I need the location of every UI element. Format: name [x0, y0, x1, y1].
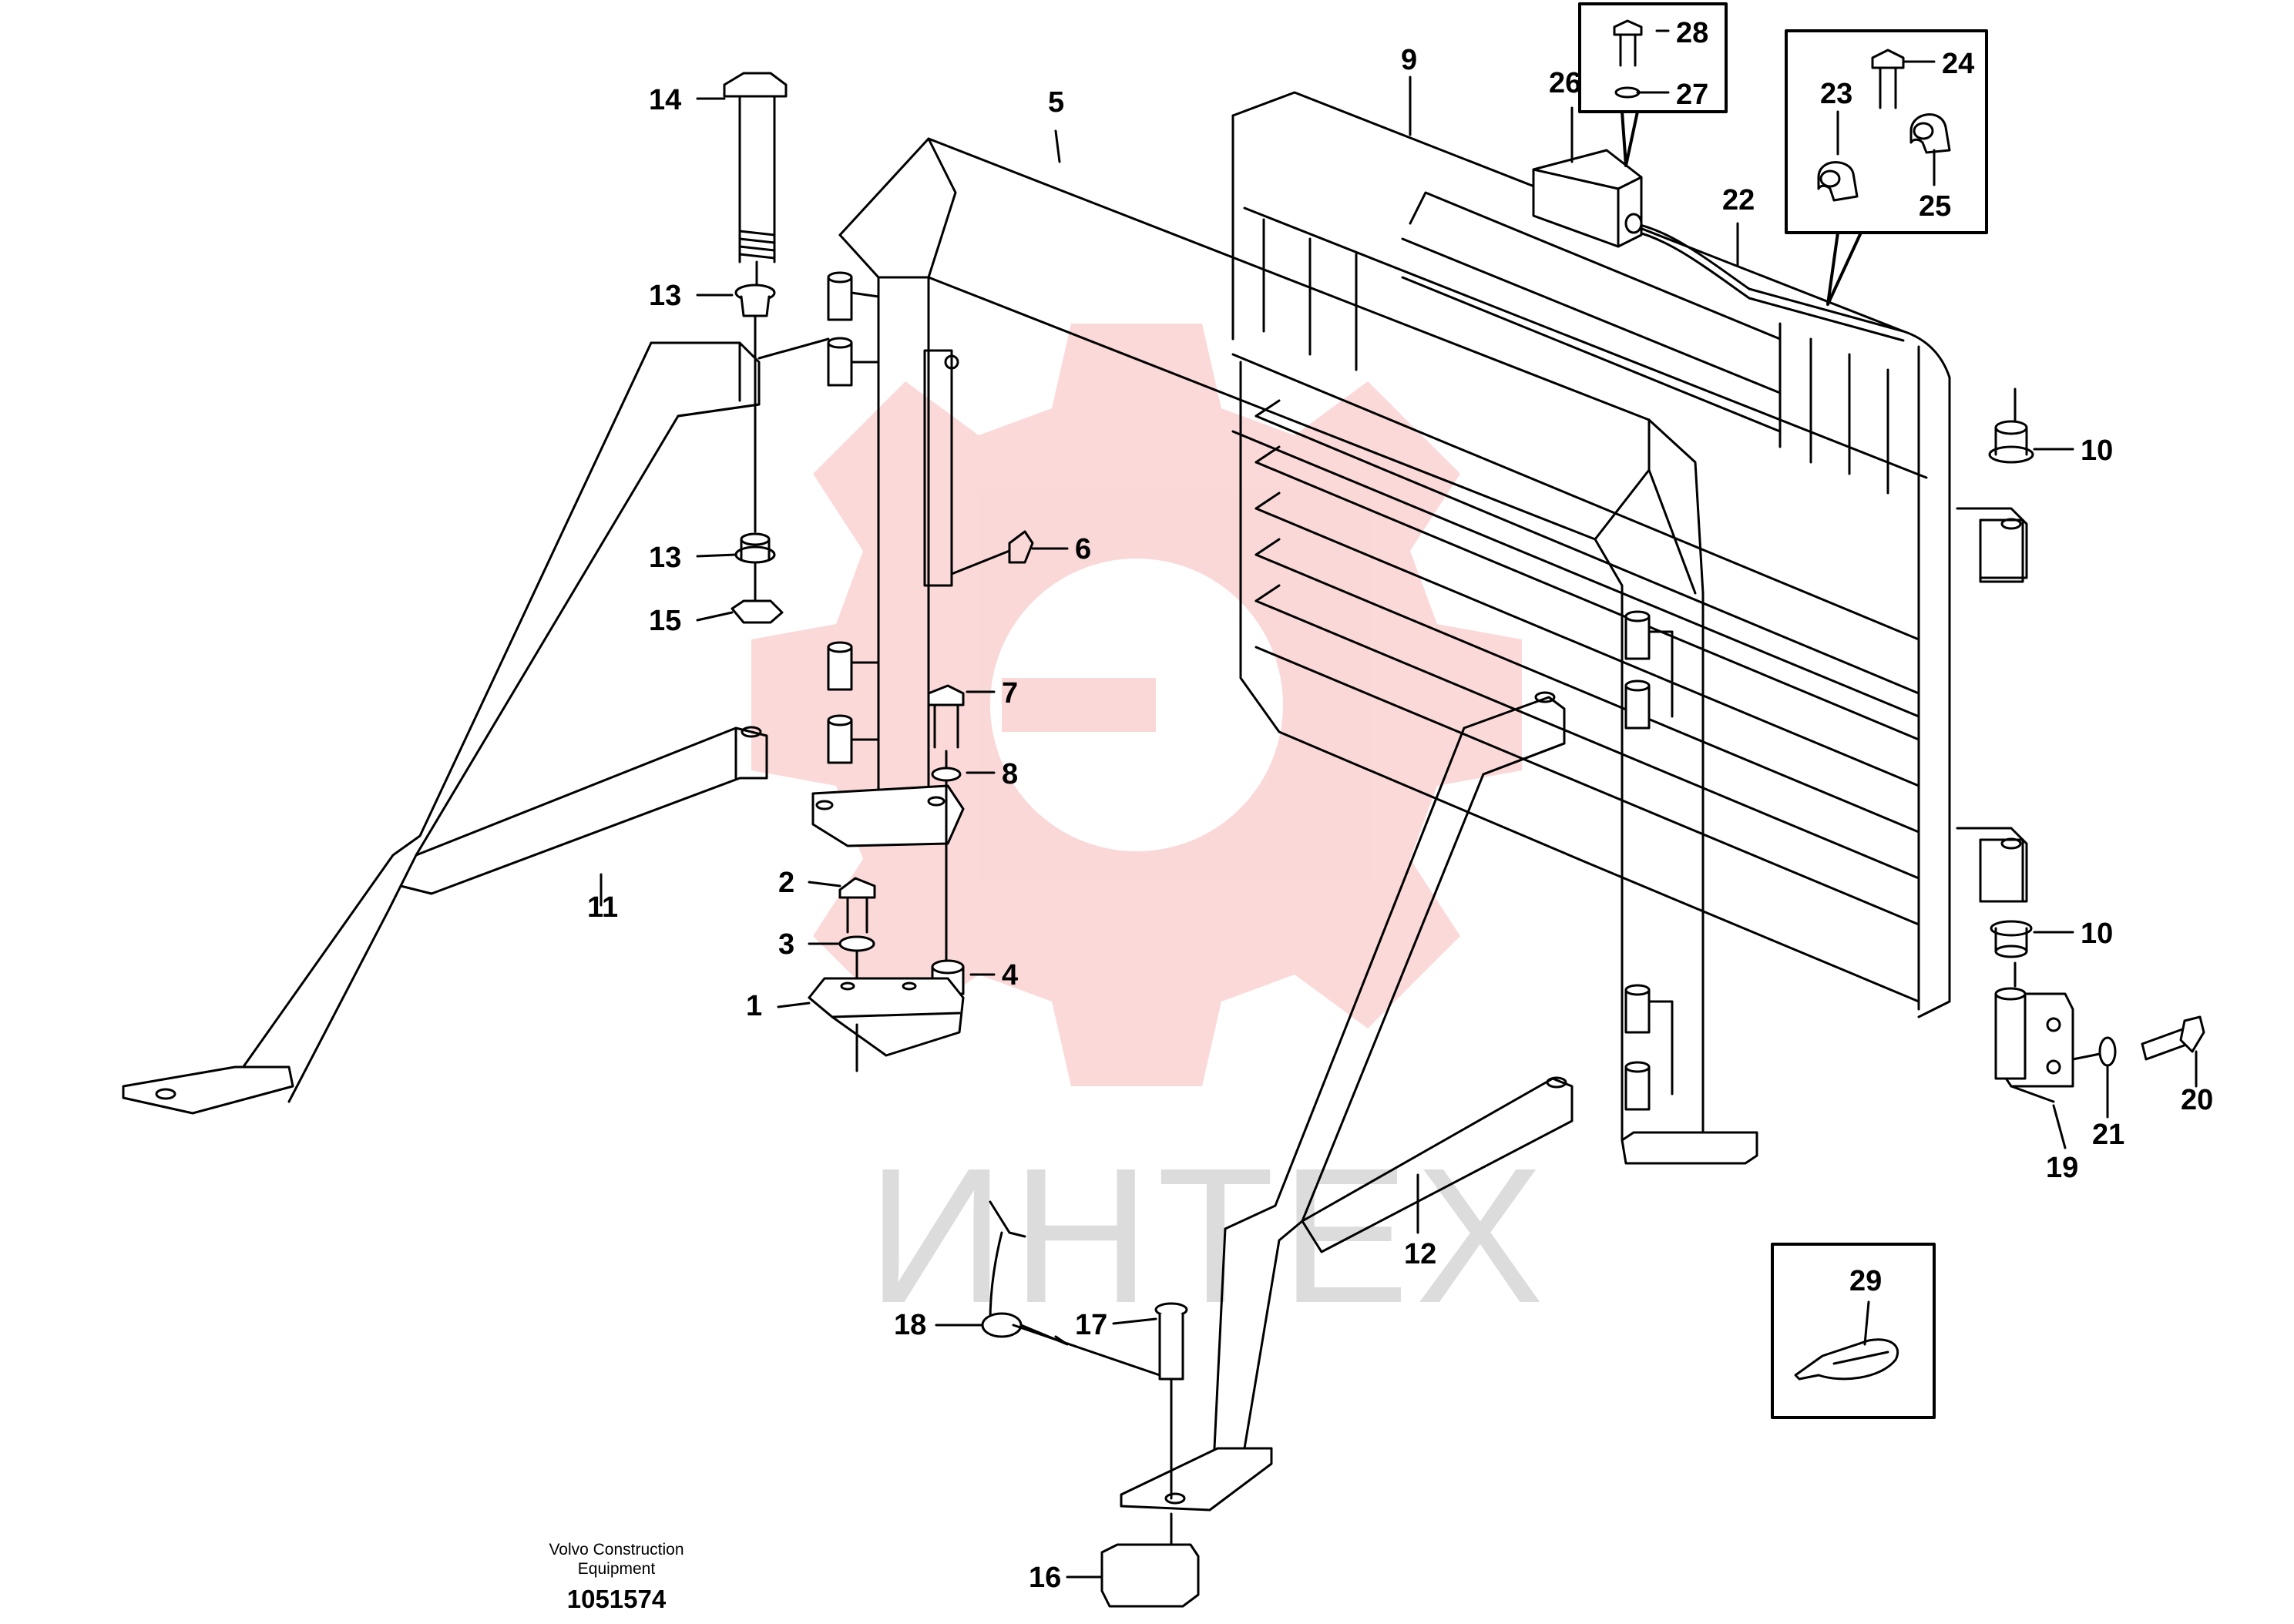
chain-pin-icon — [981, 1200, 1161, 1377]
callout-27: 27 — [1676, 79, 1708, 111]
clamp-icon — [1909, 113, 1951, 154]
callout-14: 14 — [649, 84, 681, 116]
bolt-icon — [2071, 1015, 2205, 1061]
bolt-icon — [1613, 19, 1643, 67]
callout-2: 2 — [778, 867, 794, 899]
left-support-strut — [122, 341, 768, 1115]
bolt-icon — [1871, 49, 1905, 109]
clamp-icon — [950, 530, 1034, 575]
callout-1: 1 — [746, 990, 762, 1022]
callout-29: 29 — [1849, 1265, 1882, 1297]
callout-9: 9 — [1401, 44, 1417, 76]
washer-icon — [2098, 1036, 2117, 1067]
callout-6: 6 — [1075, 533, 1091, 565]
callout-13-upper: 13 — [649, 280, 681, 312]
callout-7: 7 — [1002, 677, 1018, 710]
right-support-strut — [1120, 691, 1574, 1512]
main-frame — [811, 137, 1758, 1165]
hinge-plate — [1994, 987, 2074, 1088]
document-number: 1051574 — [567, 1585, 667, 1613]
washer-icon — [1614, 86, 1641, 99]
callout-5: 5 — [1048, 86, 1064, 119]
caption-line2: Equipment — [578, 1560, 656, 1578]
callout-4: 4 — [1002, 959, 1018, 992]
base-plate — [808, 977, 965, 1057]
callout-3: 3 — [778, 928, 794, 961]
detail-box-23-25 — [1785, 29, 1988, 234]
cable-outer — [1632, 230, 1905, 342]
callout-10-lower: 10 — [2081, 918, 2113, 950]
callout-20: 20 — [2181, 1084, 2213, 1116]
callout-24: 24 — [1942, 48, 1974, 80]
callout-12: 12 — [1404, 1238, 1436, 1270]
callout-15: 15 — [649, 605, 681, 637]
callout-10-upper: 10 — [2081, 435, 2113, 467]
callout-23: 23 — [1820, 78, 1852, 110]
bolt-icon — [723, 72, 788, 294]
callout-labels: 14 13 13 15 5 9 26 22 28 27 23 24 25 6 7… — [587, 17, 2213, 1594]
cable-tie-icon — [1794, 1338, 1899, 1381]
caption-line1: Volvo Construction — [549, 1541, 683, 1559]
clamp-icon — [1817, 161, 1859, 202]
bolt-icon — [927, 684, 965, 976]
callout-25: 25 — [1919, 190, 1951, 223]
nut-icon — [731, 599, 784, 624]
callout-26: 26 — [1549, 67, 1581, 99]
callout-21: 21 — [2092, 1119, 2124, 1151]
callout-8: 8 — [1002, 758, 1018, 790]
screen-panel — [1231, 91, 2034, 1018]
callout-17: 17 — [1075, 1309, 1107, 1341]
detail-box-28-27 — [1578, 2, 1728, 113]
callout-22: 22 — [1722, 184, 1755, 216]
watermark-text: ИНТЕХ — [867, 1128, 1550, 1343]
rubber-block — [1100, 1543, 1200, 1608]
cable — [1632, 222, 1905, 333]
callout-28: 28 — [1676, 17, 1708, 49]
lock-pin-icon — [1154, 1302, 1188, 1381]
callout-18: 18 — [894, 1309, 926, 1341]
detail-box-29 — [1771, 1243, 1936, 1419]
callout-16: 16 — [1029, 1562, 1061, 1594]
callout-11: 11 — [587, 891, 618, 924]
gear-watermark-icon — [751, 324, 1522, 1086]
washer-icon — [734, 284, 776, 564]
callout-19: 19 — [2046, 1152, 2078, 1184]
junction-box — [1532, 149, 1643, 248]
callout-13-lower: 13 — [649, 542, 681, 574]
